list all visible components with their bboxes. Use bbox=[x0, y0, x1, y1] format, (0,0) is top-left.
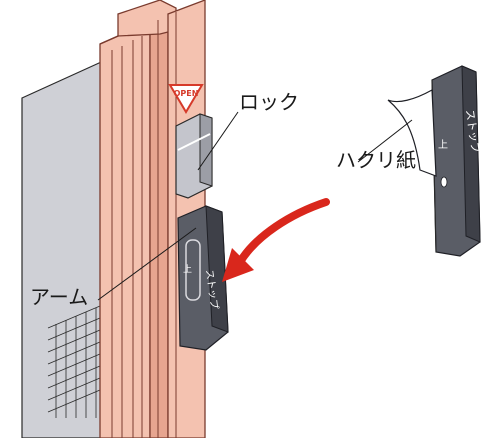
arm-stopper-text: ストップ bbox=[203, 269, 220, 310]
lock-label: ロック bbox=[239, 90, 299, 114]
leader-lines bbox=[97, 111, 413, 301]
loose-up-mark: 上 bbox=[438, 139, 448, 151]
curved-arrow-icon bbox=[222, 198, 330, 282]
arm-up-mark: 上 bbox=[183, 264, 192, 275]
mesh-pattern bbox=[47, 305, 101, 418]
peel-paper-label: ハクリ紙 bbox=[336, 148, 416, 172]
loose-stopper: ストップ 上 bbox=[431, 65, 482, 257]
arm-label: アーム bbox=[30, 285, 89, 309]
lock-block bbox=[175, 113, 213, 199]
arm-stopper: ストップ 上 bbox=[177, 205, 229, 351]
loose-stopper-text: ストップ bbox=[463, 109, 482, 154]
open-sign-icon: OPEN bbox=[168, 84, 204, 114]
open-sign-text: OPEN bbox=[174, 89, 199, 98]
peel-paper bbox=[387, 89, 437, 177]
